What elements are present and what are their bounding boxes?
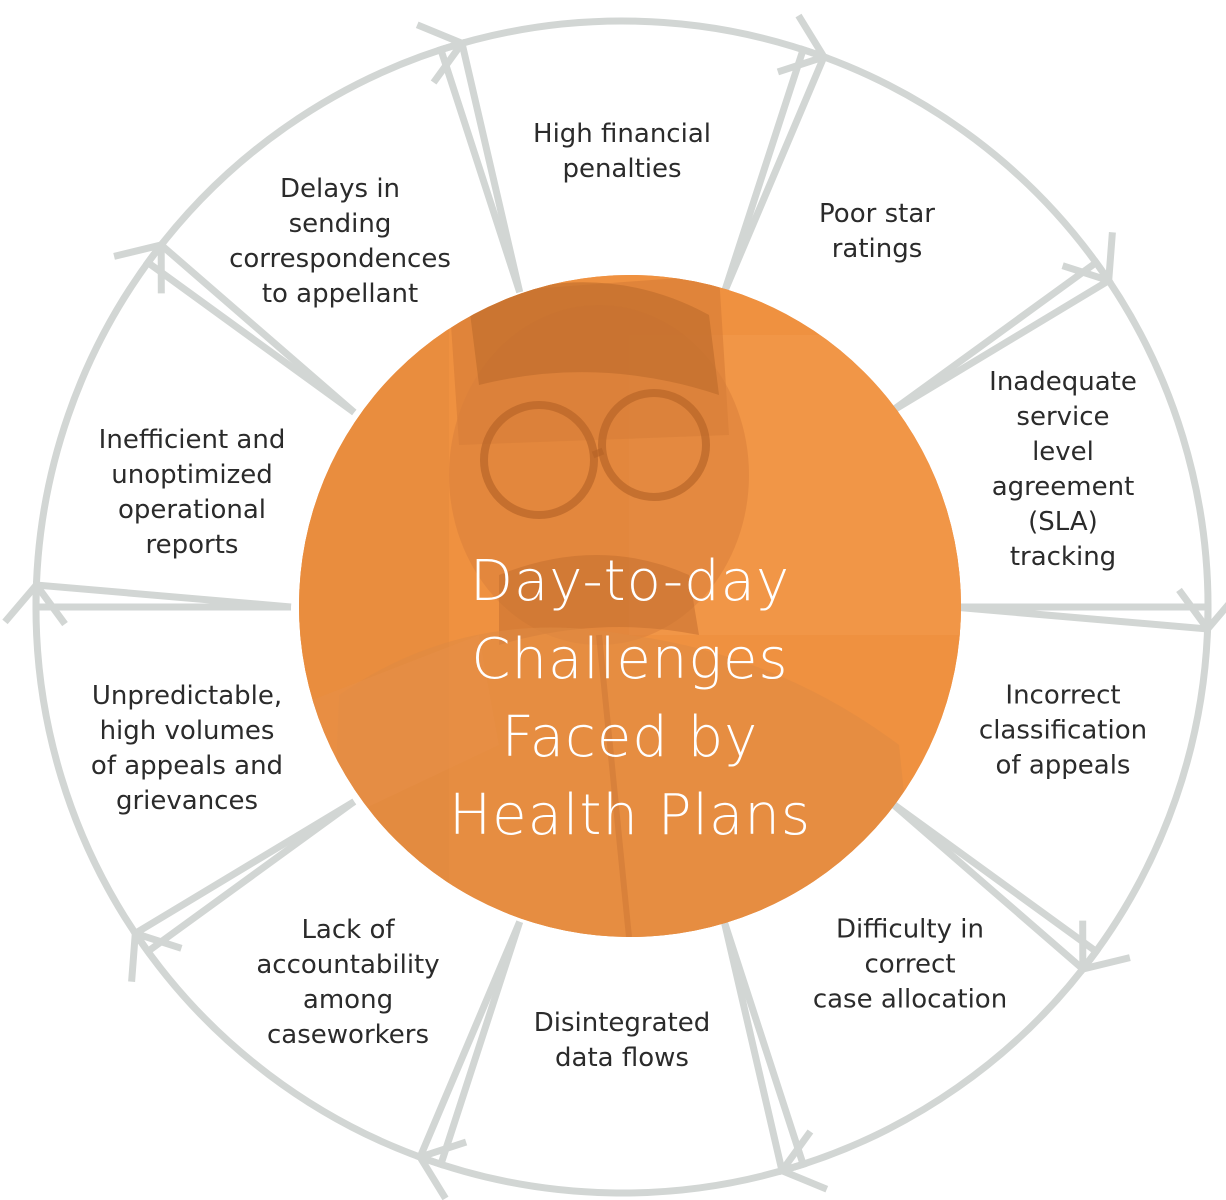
arrowhead-icon — [1061, 232, 1116, 286]
segment-outline — [887, 603, 1212, 975]
cycle-arrowheads — [2, 13, 1226, 1200]
segment-label-poor-star-ratings: Poor star ratings — [819, 199, 935, 264]
segment-outline — [143, 38, 524, 416]
segment-outline — [415, 920, 808, 1197]
center-title: Day-to-day Challenges Faced by Health Pl… — [449, 549, 811, 848]
person-photo — [299, 275, 961, 937]
center-hub: Day-to-day Challenges Faced by Health Pl… — [299, 275, 961, 937]
arrowhead-icon — [1079, 920, 1131, 974]
arrowhead-icon — [128, 928, 183, 982]
segment-outline — [720, 45, 1114, 416]
arrowhead-icon — [776, 1129, 829, 1193]
arrowhead-icon — [113, 240, 165, 294]
segment-label-delays-correspondences: Delays in sending correspondences to app… — [229, 174, 451, 309]
segment-label-inefficient-reports: Inefficient and unoptimized operational … — [98, 425, 286, 560]
segment-outline — [887, 257, 1212, 633]
arrowhead-icon — [1176, 587, 1226, 635]
segment-outline — [436, 17, 829, 294]
segment-label-difficulty-case-allocation: Difficulty in correct case allocation — [812, 914, 1008, 1015]
segment-label-lack-of-accountability: Lack of accountability among caseworkers — [256, 915, 440, 1050]
segment-outline — [130, 798, 524, 1169]
segment-outline — [32, 239, 357, 611]
cycle-segments — [32, 17, 1212, 1197]
arrowhead-icon — [414, 1138, 468, 1200]
segment-label-high-financial-penalties: High financial penalties — [533, 119, 711, 184]
segment-label-inadequate-sla-tracking: Inadequate service level agreement (SLA)… — [989, 367, 1137, 572]
segment-label-disintegrated-data-flows: Disintegrated data flows — [533, 1008, 711, 1073]
arrowhead-icon — [415, 21, 468, 85]
segment-outline — [32, 581, 357, 957]
arrowhead-icon — [776, 13, 830, 76]
segment-label-unpredictable-volumes: Unpredictable, high volumes of appeals a… — [90, 681, 284, 816]
segment-label-incorrect-classification: Incorrect classification of appeals — [978, 680, 1148, 781]
arrowhead-icon — [2, 579, 68, 627]
segment-outline — [720, 798, 1101, 1176]
